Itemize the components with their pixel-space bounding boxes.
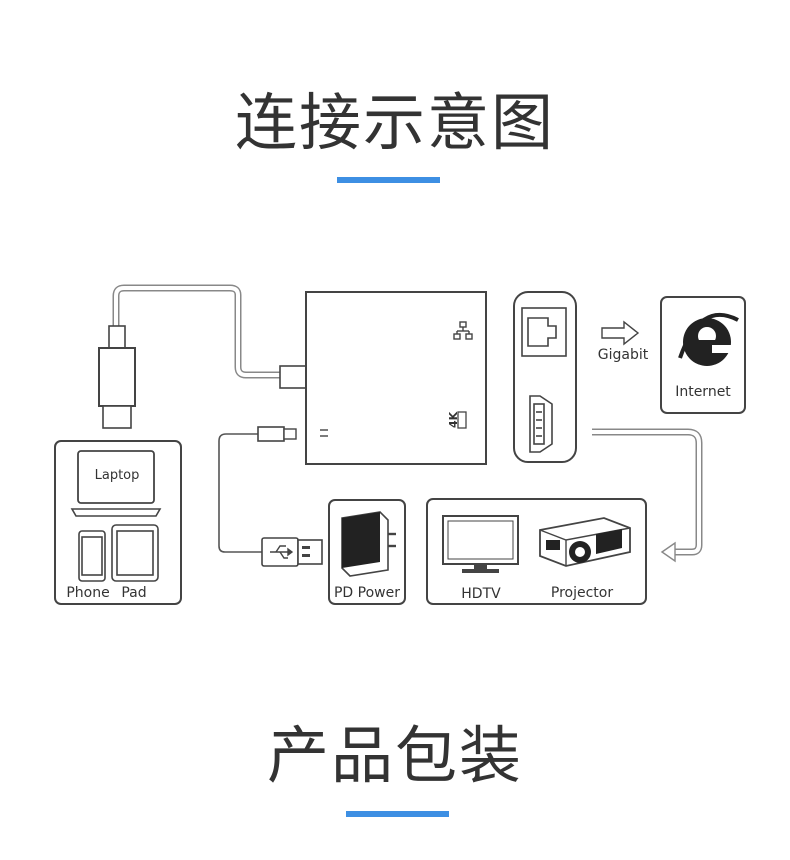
internet-label: Internet <box>675 384 731 400</box>
hdtv-label: HDTV <box>461 586 501 602</box>
section-title-connection: 连接示意图 <box>234 86 555 159</box>
host-plug-neck <box>108 325 126 349</box>
hdmi-mini-icon <box>457 411 467 429</box>
hdmi-arrow-icon <box>660 541 676 563</box>
phone-label: Phone <box>66 585 109 601</box>
hub-plug <box>279 365 307 389</box>
title-underline <box>337 177 440 183</box>
laptop-icon <box>70 450 162 517</box>
hub-body <box>305 291 487 465</box>
host-plug <box>98 347 136 407</box>
internet-explorer-icon <box>678 313 739 366</box>
power-input-mark <box>320 429 328 437</box>
projector-icon <box>539 517 631 567</box>
pd-typec-plug <box>257 426 285 442</box>
hub-to-host-cable <box>112 284 280 379</box>
ethernet-network-icon <box>453 321 473 340</box>
pd-power-label: PD Power <box>334 585 400 601</box>
phone-icon <box>78 530 106 582</box>
rj45-port <box>521 307 567 357</box>
gigabit-arrow-icon <box>601 320 640 346</box>
power-adapter-icon <box>341 511 396 577</box>
hdtv-icon <box>442 515 519 573</box>
pad-label: Pad <box>121 585 146 601</box>
hdmi-port <box>529 395 553 453</box>
usb-trident-icon <box>270 545 294 559</box>
title-underline <box>346 811 449 817</box>
hub-4k-mark: 4K <box>447 411 460 428</box>
section-title-packaging: 产品包装 <box>266 719 523 792</box>
laptop-label: Laptop <box>95 468 140 483</box>
gigabit-label: Gigabit <box>598 347 649 363</box>
tablet-icon <box>111 524 159 582</box>
projector-label: Projector <box>551 585 613 601</box>
pd-cable <box>218 433 262 553</box>
